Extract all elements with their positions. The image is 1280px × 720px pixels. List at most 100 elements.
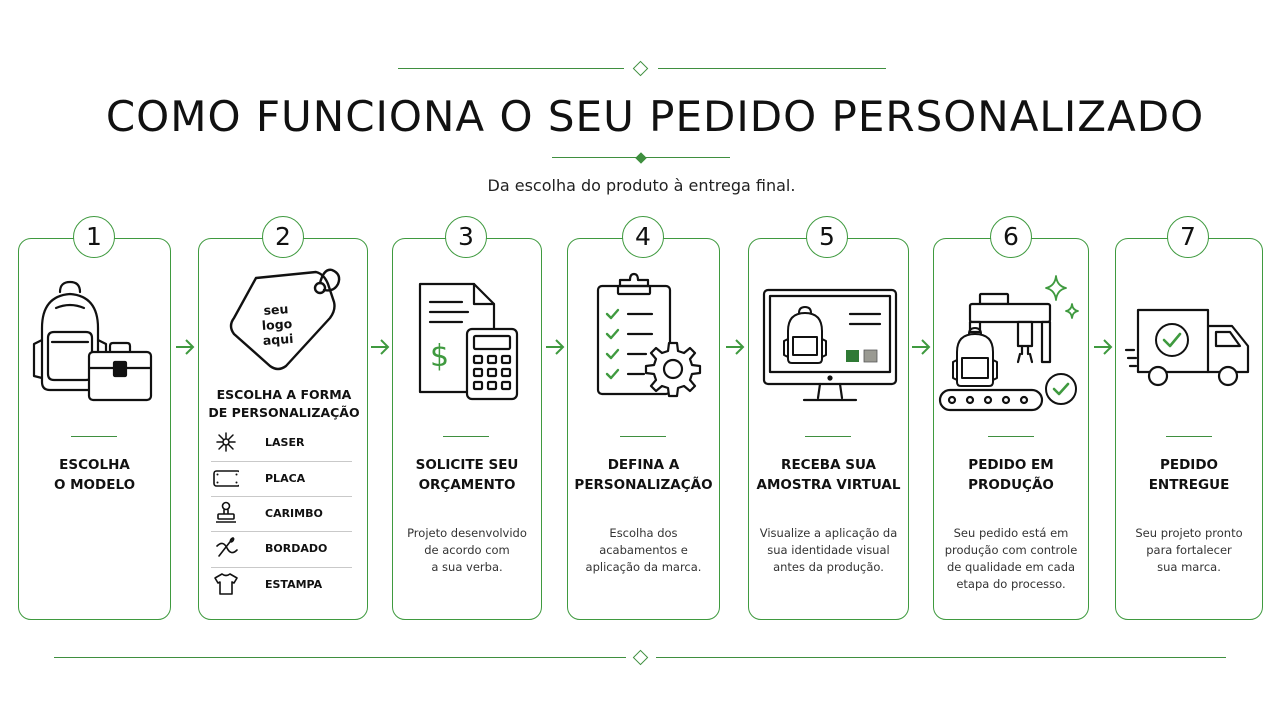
step-6-description: Seu pedido está em produção com controle…: [933, 525, 1089, 593]
step-4-title-line-1: DEFINA A: [607, 457, 680, 473]
step-7-title-line-1: PEDIDO: [1159, 457, 1219, 473]
logo-tag-icon: [224, 262, 348, 376]
stamp-icon: [213, 501, 239, 525]
step-5-title-line-2: AMOSTRA VIRTUAL: [756, 477, 901, 493]
tshirt-icon: [213, 572, 239, 596]
top-decor-diamond: [632, 60, 649, 77]
step-card-4: [567, 238, 720, 620]
step-3-title-line-1: SOLICITE SEU: [415, 457, 519, 473]
step-7-description: Seu projeto pronto para fortalecer sua m…: [1115, 525, 1263, 576]
step-number-5: 5: [806, 216, 848, 258]
option-label-bordado: BORDADO: [265, 542, 328, 555]
plate-icon: [213, 466, 239, 490]
step-5-divider: [805, 436, 851, 437]
option-row-estampa: ESTAMPA: [211, 567, 352, 602]
option-label-placa: PLACA: [265, 472, 306, 485]
option-row-laser: LASER: [211, 426, 352, 460]
svg-text:$: $: [430, 339, 449, 374]
step-6-desc-line: produção com controle: [944, 543, 1078, 557]
arrow-right-icon: [910, 337, 932, 357]
step-5-desc-line: Visualize a aplicação da: [759, 526, 898, 540]
personalization-title-line-1: ESCOLHA A FORMA: [216, 387, 352, 402]
step-number-2: 2: [262, 216, 304, 258]
monitor-icon: [762, 288, 898, 406]
step-7-divider: [1166, 436, 1212, 437]
arrow-right-icon: [174, 337, 196, 357]
step-3-divider: [443, 436, 489, 437]
calculator-icon: [464, 326, 520, 402]
tag-text: seu logo aqui: [250, 300, 303, 348]
step-number-6: 6: [990, 216, 1032, 258]
delivery-truck-icon: [1124, 306, 1254, 392]
personalization-title: ESCOLHA A FORMA DE PERSONALIZAÇÃO: [200, 386, 368, 422]
backpack-icon: [782, 305, 828, 365]
conveyor-belt-icon: [938, 388, 1044, 412]
step-card-3: [392, 238, 542, 620]
step-4-desc-line: Escolha dos: [609, 526, 678, 540]
step-card-2: [198, 238, 368, 620]
step-5-desc-line: sua identidade visual: [767, 543, 890, 557]
step-7-desc-line: Seu projeto pronto: [1135, 526, 1243, 540]
option-row-placa: PLACA: [211, 461, 352, 496]
bottom-decor-line-right: [656, 657, 1226, 658]
color-swatch-icon: [846, 349, 880, 363]
step-6-title-line-2: PRODUÇÃO: [968, 477, 1054, 493]
factory-machine-icon: [944, 288, 1058, 374]
step-number-3: 3: [445, 216, 487, 258]
step-3-description: Projeto desenvolvido de acordo com a sua…: [392, 525, 542, 576]
step-4-desc-line: acabamentos e: [599, 543, 688, 557]
step-3-desc-line: de acordo com: [424, 543, 510, 557]
embroidery-needle-icon: [213, 536, 239, 560]
option-label-carimbo: CARIMBO: [265, 507, 323, 520]
step-3-desc-line: a sua verba.: [431, 560, 503, 574]
clipboard-checklist-icon: [594, 272, 674, 398]
arrow-right-icon: [724, 337, 746, 357]
step-3-desc-line: Projeto desenvolvido: [407, 526, 527, 540]
arrow-right-icon: [369, 337, 391, 357]
sparkle-icon: [1042, 274, 1082, 322]
step-number-4: 4: [622, 216, 664, 258]
step-6-desc-line: etapa do processo.: [956, 577, 1066, 591]
step-card-5: [748, 238, 909, 620]
step-6-title: PEDIDO EM PRODUÇÃO: [933, 455, 1089, 495]
check-circle-icon: [1154, 322, 1190, 358]
step-number-1: 1: [73, 216, 115, 258]
step-7-desc-line: sua marca.: [1157, 560, 1221, 574]
step-3-title-line-2: ORÇAMENTO: [418, 477, 516, 493]
step-4-title: DEFINA A PERSONALIZAÇÃO: [567, 455, 720, 495]
check-circle-icon: [1044, 372, 1078, 406]
top-decor-line-left: [398, 68, 624, 69]
step-4-desc-line: aplicação da marca.: [585, 560, 702, 574]
step-5-title-line-1: RECEBA SUA: [781, 457, 876, 473]
step-4-description: Escolha dos acabamentos e aplicação da m…: [567, 525, 720, 576]
step-4-title-line-2: PERSONALIZAÇÃO: [574, 477, 713, 493]
option-label-estampa: ESTAMPA: [265, 578, 323, 591]
bottom-decor-line-left: [54, 657, 626, 658]
step-5-description: Visualize a aplicação da sua identidade …: [748, 525, 909, 576]
step-7-desc-line: para fortalecer: [1146, 543, 1232, 557]
backpack-icon: [950, 326, 1000, 388]
laser-icon: [213, 430, 239, 454]
gear-icon: [644, 340, 702, 398]
page-subtitle: Da escolha do produto à entrega final.: [487, 176, 796, 195]
step-7-title-line-2: ENTREGUE: [1148, 477, 1230, 493]
title-underline-diamond: [635, 152, 647, 164]
arrow-right-icon: [544, 337, 566, 357]
step-1-title-line-2: O MODELO: [53, 477, 136, 493]
step-number-7: 7: [1167, 216, 1209, 258]
step-6-desc-line: de qualidade em cada: [946, 560, 1076, 574]
step-3-title: SOLICITE SEU ORÇAMENTO: [392, 455, 542, 495]
step-card-7: [1115, 238, 1263, 620]
step-1-title-line-1: ESCOLHA: [59, 457, 130, 473]
briefcase-icon: [86, 340, 154, 404]
step-6-divider: [988, 436, 1034, 437]
step-card-1: [18, 238, 171, 620]
step-5-desc-line: antes da produção.: [773, 560, 884, 574]
option-label-laser: LASER: [265, 436, 305, 449]
bottom-decor-diamond: [632, 649, 649, 666]
arrow-right-icon: [1092, 337, 1114, 357]
page-title: COMO FUNCIONA O SEU PEDIDO PERSONALIZADO: [105, 92, 1205, 141]
personalization-title-line-2: DE PERSONALIZAÇÃO: [208, 405, 360, 420]
step-7-title: PEDIDO ENTREGUE: [1115, 455, 1263, 495]
step-6-desc-line: Seu pedido está em: [953, 526, 1069, 540]
